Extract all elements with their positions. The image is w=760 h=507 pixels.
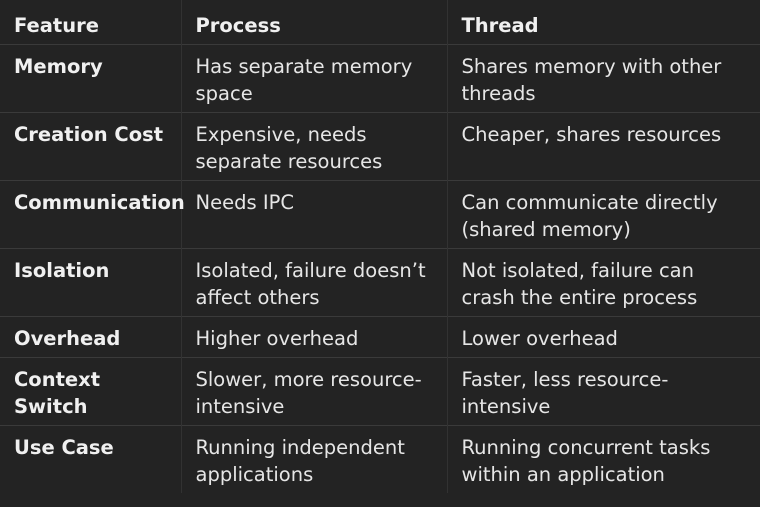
row-thread: Can communicate directly (shared memory) — [446, 180, 760, 249]
row-thread: Lower overhead — [446, 316, 760, 358]
row-thread: Running concurrent tasks within an appli… — [446, 425, 760, 493]
table-row: Overhead Higher overhead Lower overhead — [0, 316, 760, 358]
row-thread: Shares memory with other threads — [446, 44, 760, 113]
row-feature: Creation Cost — [14, 123, 164, 146]
row-feature: Isolation — [14, 259, 110, 282]
row-feature: Context Switch — [14, 368, 101, 418]
row-thread: Cheaper, shares resources — [446, 112, 760, 181]
row-process: Slower, more resource-intensive — [180, 357, 447, 426]
comparison-table: Feature Process Thread Memory Has separa… — [0, 0, 760, 493]
row-thread: Not isolated, failure can crash the enti… — [446, 248, 760, 317]
row-process: Running independent applications — [180, 425, 447, 493]
table-row: Creation Cost Expensive, needs separate … — [0, 112, 760, 181]
row-feature: Overhead — [14, 327, 121, 350]
table-row: Communication Needs IPC Can communicate … — [0, 180, 760, 249]
table-row: Memory Has separate memory space Shares … — [0, 44, 760, 113]
row-thread: Faster, less resource-intensive — [446, 357, 760, 426]
header-row: Feature Process Thread — [0, 0, 760, 45]
header-process: Process — [180, 0, 447, 45]
table-row: Isolation Isolated, failure doesn’t affe… — [0, 248, 760, 317]
row-feature: Communication — [14, 191, 185, 214]
row-process: Expensive, needs separate resources — [180, 112, 447, 181]
row-feature: Memory — [14, 55, 103, 78]
row-process: Needs IPC — [180, 180, 447, 249]
header-feature: Feature — [14, 14, 99, 37]
table-row: Context Switch Slower, more resource-int… — [0, 357, 760, 426]
table-row: Use Case Running independent application… — [0, 425, 760, 493]
header-thread: Thread — [446, 0, 760, 45]
row-process: Isolated, failure doesn’t affect others — [180, 248, 447, 317]
row-process: Higher overhead — [180, 316, 447, 358]
row-process: Has separate memory space — [180, 44, 447, 113]
row-feature: Use Case — [14, 436, 114, 459]
